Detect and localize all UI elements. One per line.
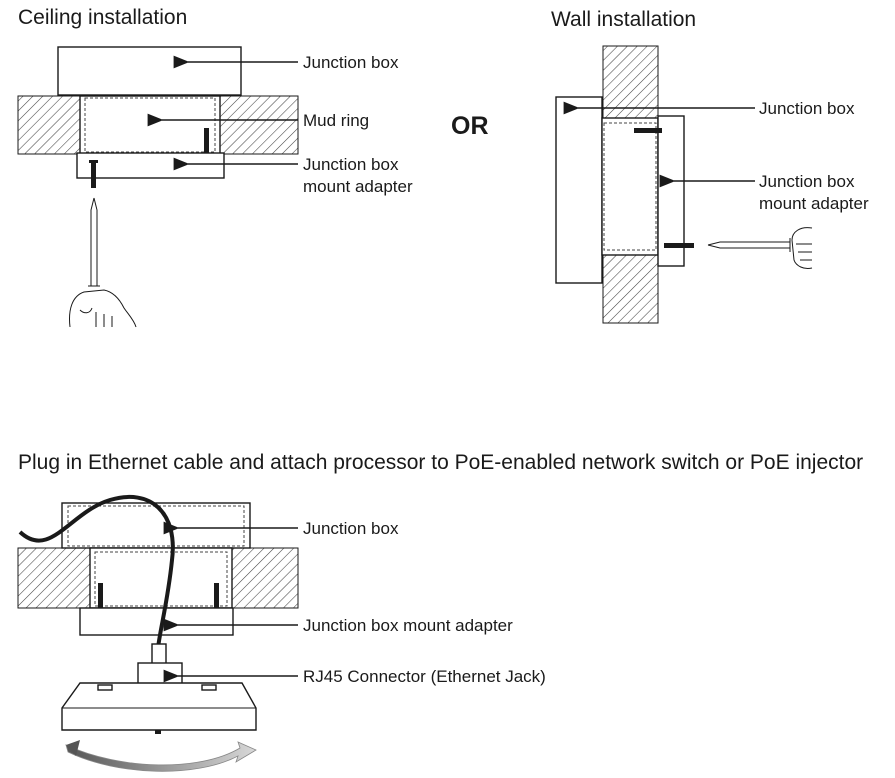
ceiling-mount-adapter: [76, 152, 225, 179]
ethernet-screw-left: [98, 583, 103, 611]
ceiling-junction-box-label: Junction box: [303, 53, 399, 72]
rj45-label: RJ45 Connector (Ethernet Jack): [303, 667, 546, 686]
ceiling-screw-right: [204, 128, 209, 154]
ethernet-ceiling-slab: [17, 547, 299, 609]
wall-mount-adapter: [657, 115, 685, 267]
ethernet-heading: Plug in Ethernet cable and attach proces…: [18, 451, 863, 474]
ethernet-mud-ring: [89, 547, 233, 609]
ceiling-slab: [17, 95, 299, 155]
wall-screw-top: [634, 128, 662, 133]
wall-heading: Wall installation: [551, 8, 696, 31]
ceiling-mud-ring: [79, 95, 221, 155]
ceiling-junction-box: [57, 46, 242, 96]
ceiling-mud-ring-label: Mud ring: [303, 111, 369, 130]
wall-adapter-label-line1: Junction box: [759, 172, 855, 191]
ethernet-junction-box-label: Junction box: [303, 519, 399, 538]
rj45-connector: [137, 643, 183, 686]
ethernet-screw-right: [214, 583, 219, 611]
ethernet-panel: Plug in Ethernet cable and attach proces…: [17, 451, 863, 772]
hand-icon-wall: [791, 227, 813, 269]
ethernet-cable: [18, 494, 175, 649]
hand-icon: [69, 289, 137, 328]
wall-screwdriver: [707, 238, 791, 252]
ethernet-mount-adapter: [79, 607, 234, 636]
ethernet-adapter-label: Junction box mount adapter: [303, 616, 513, 635]
or-separator: OR: [451, 112, 489, 140]
wall-adapter-label-line2: mount adapter: [759, 194, 869, 213]
wall-junction-box: [555, 96, 603, 284]
ceiling-installation-panel: Ceiling installation: [17, 6, 413, 328]
wall-junction-box-label: Junction box: [759, 99, 855, 118]
ethernet-junction-box: [61, 502, 251, 549]
wall-mud-ring: [601, 117, 659, 256]
wall-screw-bottom: [664, 243, 694, 248]
ceiling-adapter-label-line2: mount adapter: [303, 177, 413, 196]
ceiling-screwdriver: [88, 197, 100, 287]
processor-unit: [61, 682, 257, 734]
rotate-arrow-icon: [65, 740, 257, 772]
ceiling-adapter-label-line1: Junction box: [303, 155, 399, 174]
ceiling-screw-left: [89, 160, 98, 188]
wall-installation-panel: Wall installation Junction box: [551, 8, 869, 324]
ceiling-heading: Ceiling installation: [18, 6, 187, 29]
